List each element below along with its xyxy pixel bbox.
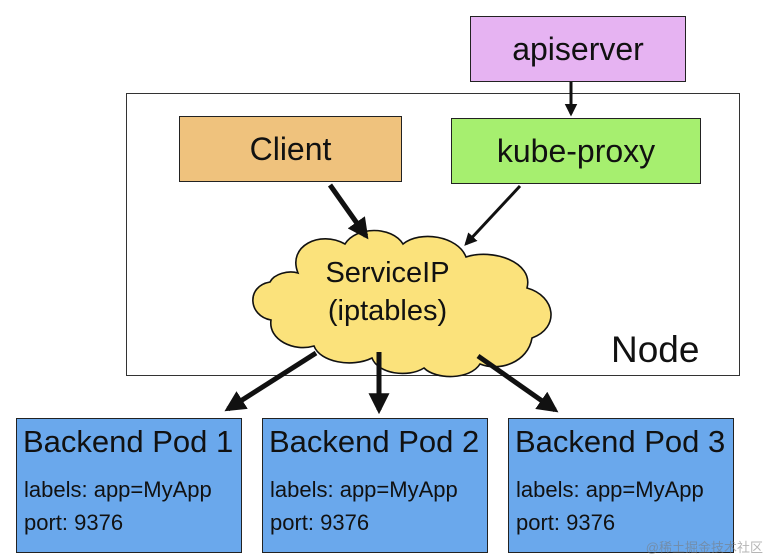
pod-title: Backend Pod 3 xyxy=(515,424,726,459)
service-label-line1: ServiceIP xyxy=(325,257,450,289)
pod-port: port: 9376 xyxy=(516,510,616,535)
pod-labels: labels: app=MyApp xyxy=(516,477,704,502)
apiserver-label: apiserver xyxy=(512,30,644,67)
pod-labels: labels: app=MyApp xyxy=(24,477,212,502)
pod-title: Backend Pod 1 xyxy=(23,424,234,459)
client-box: Client xyxy=(179,116,402,182)
pod-port: port: 9376 xyxy=(270,510,370,535)
kube-proxy-label: kube-proxy xyxy=(496,132,656,169)
pod-title: Backend Pod 2 xyxy=(269,424,480,459)
apiserver-box: apiserver xyxy=(470,16,686,82)
backend-pod-3: Backend Pod 3 labels: app=MyApp port: 93… xyxy=(508,418,734,553)
backend-pod-2: Backend Pod 2 labels: app=MyApp port: 93… xyxy=(262,418,488,553)
service-label-line2: (iptables) xyxy=(327,295,448,327)
kube-proxy-box: kube-proxy xyxy=(451,118,701,184)
pod-port: port: 9376 xyxy=(24,510,124,535)
client-label: Client xyxy=(249,130,332,167)
pod-labels: labels: app=MyApp xyxy=(270,477,458,502)
node-label: Node xyxy=(611,329,700,370)
backend-pod-1: Backend Pod 1 labels: app=MyApp port: 93… xyxy=(16,418,242,553)
watermark: @稀土掘金技术社区 xyxy=(645,540,763,555)
service-label: ServiceIP (iptables) xyxy=(265,254,510,330)
